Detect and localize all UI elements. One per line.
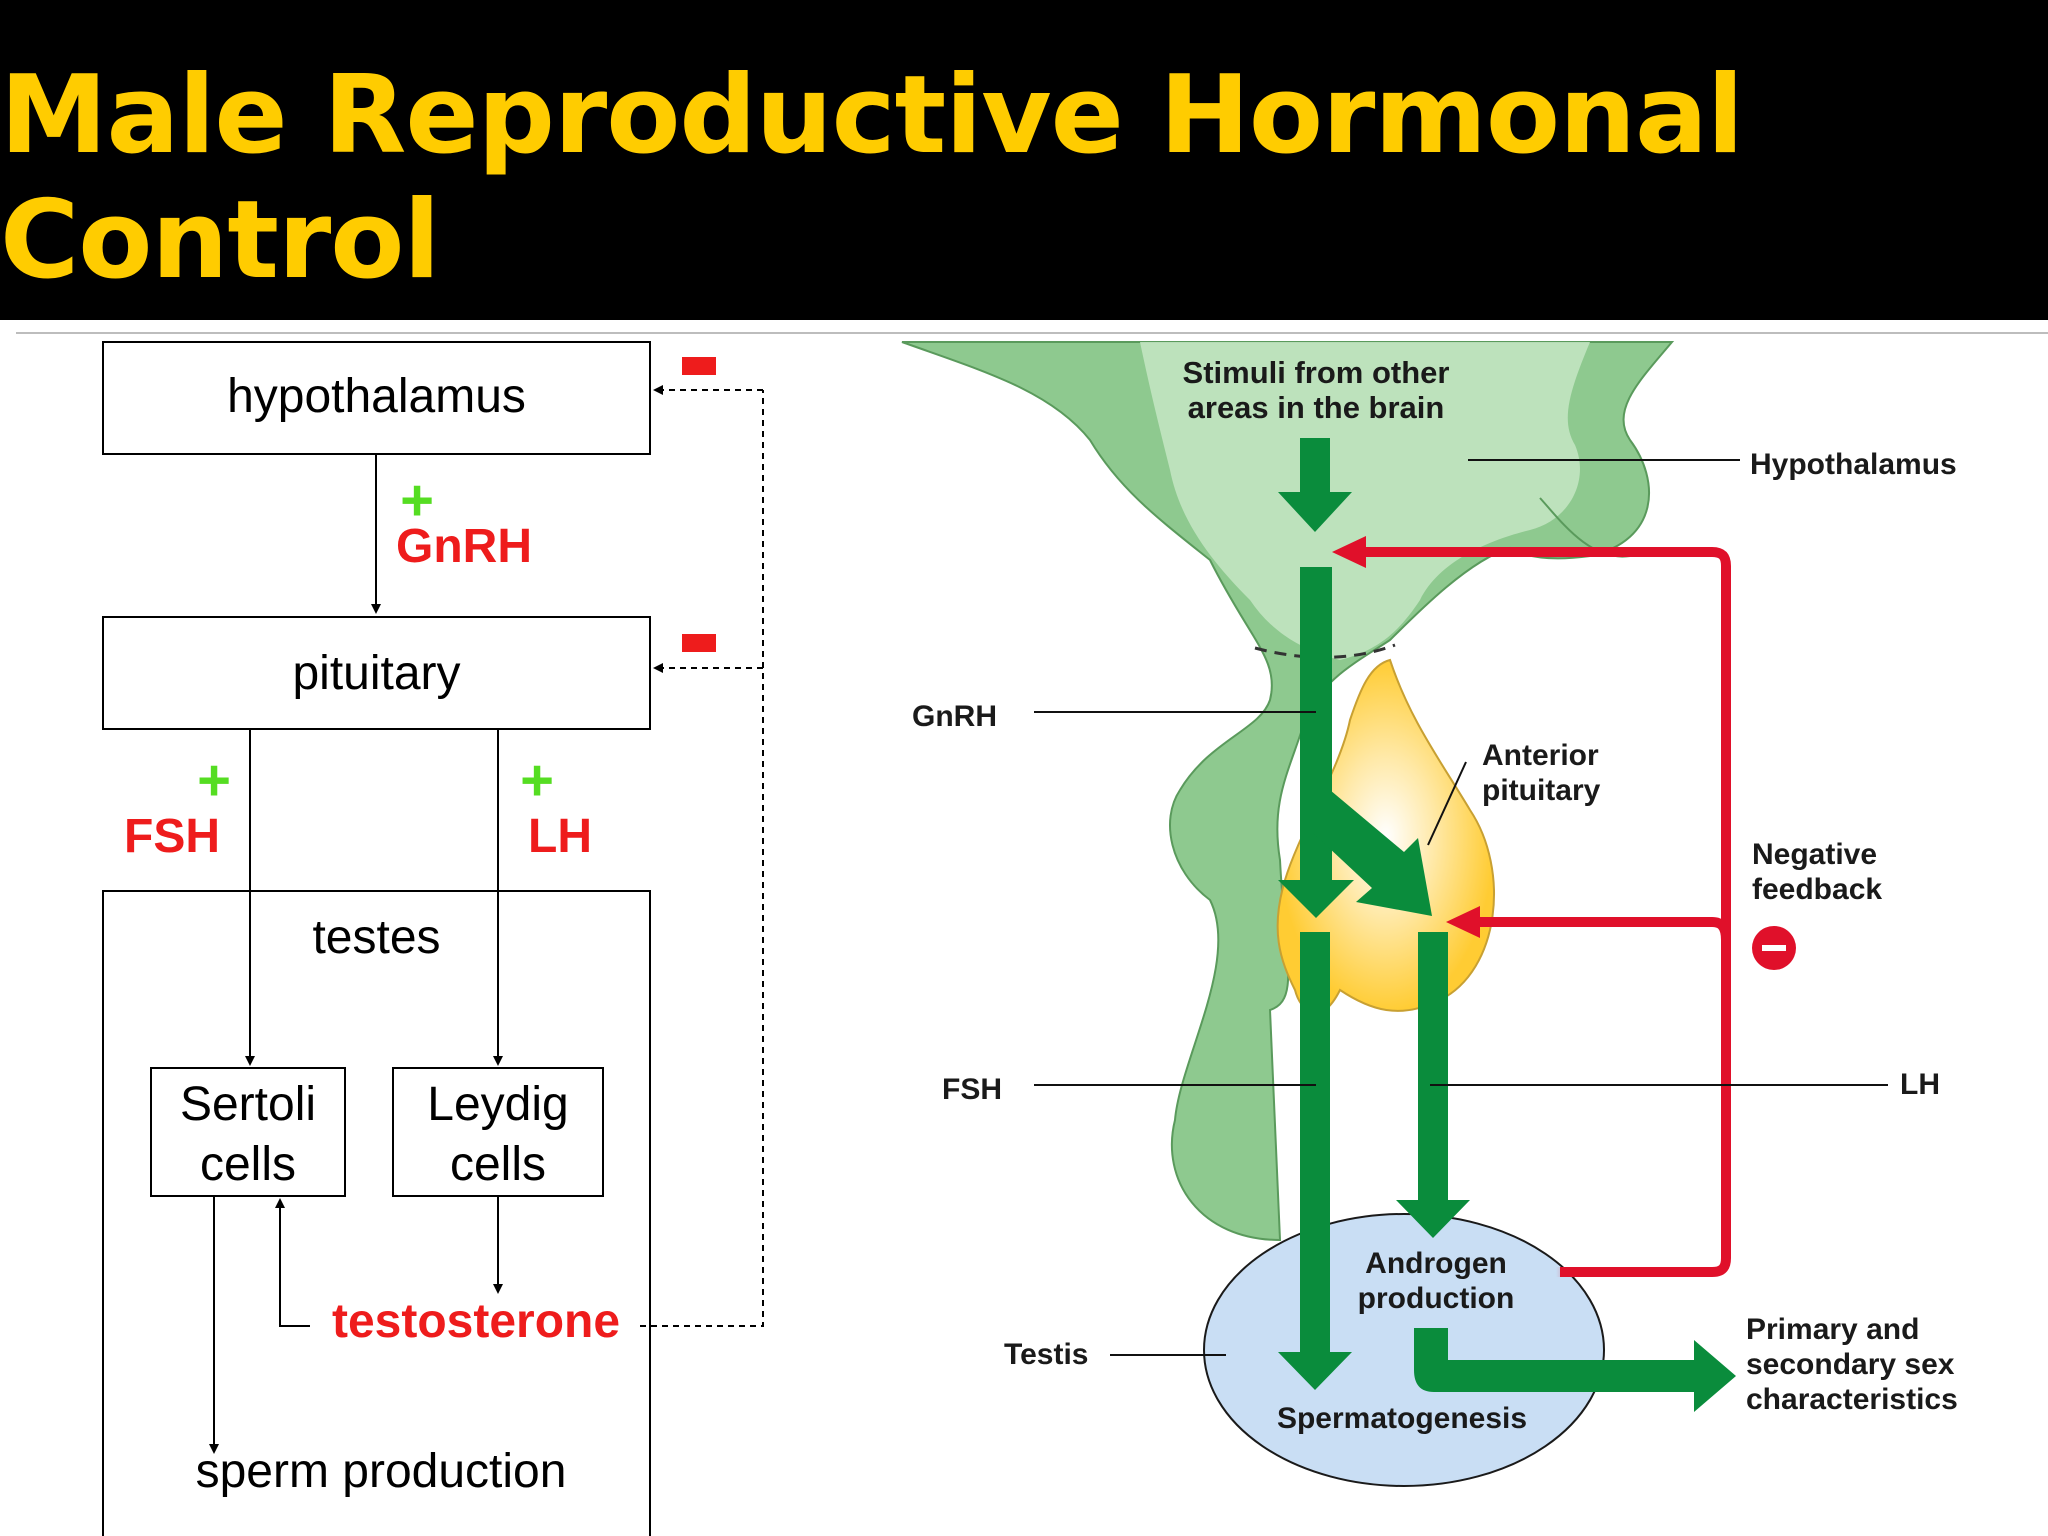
fsh-label: FSH <box>124 810 220 863</box>
gnrh-branch <box>1312 790 1432 916</box>
title-divider <box>16 332 2048 334</box>
flowchart-arrows <box>209 385 764 1454</box>
hypothalamus-callout: Hypothalamus <box>1750 448 1957 481</box>
gnrh-callout: GnRH <box>912 700 997 733</box>
lh-plus-sign: + <box>520 748 554 813</box>
anterior-pituitary-callout-line2: pituitary <box>1482 774 1601 807</box>
characteristics-label-line3: characteristics <box>1746 1383 1958 1416</box>
gnrh-plus-sign: + <box>400 468 434 533</box>
hypothalamus-inhibit-sign <box>682 357 716 375</box>
testis-callout: Testis <box>1004 1338 1088 1371</box>
pituitary-inhibit-sign <box>682 634 716 652</box>
spermatogenesis-label: Spermatogenesis <box>1277 1402 1527 1435</box>
fsh-arrow-green <box>1278 932 1352 1390</box>
characteristics-label-line2: secondary sex <box>1746 1348 1955 1381</box>
negative-feedback-label-line1: Negative <box>1752 838 1877 871</box>
title-bar <box>0 0 2048 320</box>
stimuli-label-line2: areas in the brain <box>1188 390 1445 425</box>
leydig-label-line2: cells <box>449 1138 547 1191</box>
negative-feedback-label-line2: feedback <box>1752 873 1882 906</box>
gnrh-label: GnRH <box>396 520 532 573</box>
androgen-label-line1: Androgen <box>1365 1247 1507 1280</box>
lh-label: LH <box>528 810 592 863</box>
pituitary-box: pituitary <box>102 616 651 730</box>
testes-box: testes <box>102 890 651 1536</box>
testes-label: testes <box>312 911 441 964</box>
testosterone-sertoli-arrow <box>275 1198 310 1327</box>
androgen-label-line2: production <box>1358 1282 1515 1315</box>
anterior-pituitary-shape <box>1276 658 1495 1015</box>
label-leaders <box>1034 459 1888 1356</box>
leydig-label-line1: Leydig <box>427 1078 569 1131</box>
fsh-plus-sign: + <box>197 748 231 813</box>
feedback-branch <box>1472 917 1731 941</box>
hypothalamus-label: hypothalamus <box>227 370 526 423</box>
sertoli-box: Sertoli cells <box>150 1067 346 1197</box>
feedback-arrowhead-pituitary <box>1446 906 1480 938</box>
slide-title: Male Reproductive Hormonal Control <box>0 52 1744 303</box>
sperm-production-label: sperm production <box>196 1445 567 1498</box>
hypothalamus-light-region <box>1140 342 1590 660</box>
androgen-output-arrow <box>1414 1328 1736 1412</box>
fsh-callout: FSH <box>942 1073 1002 1106</box>
feedback-fade <box>1556 1267 1616 1277</box>
feedback-arrowhead-hypothalamus <box>1332 536 1366 568</box>
feedback-dashed-line <box>640 390 764 1327</box>
sertoli-label-line1: Sertoli <box>179 1078 317 1131</box>
sertoli-label-line2: cells <box>199 1138 297 1191</box>
gnrh-trunk <box>1278 567 1354 918</box>
anterior-pituitary-callout-line1: Anterior <box>1482 739 1599 772</box>
stimuli-arrow <box>1278 438 1352 532</box>
hypothalamus-box: hypothalamus <box>102 341 651 455</box>
minus-icon-bar <box>1762 945 1786 951</box>
lh-callout: LH <box>1900 1068 1940 1101</box>
negative-feedback-arrows <box>1332 536 1731 1277</box>
feedback-loop <box>1360 547 1731 1277</box>
pituitary-label: pituitary <box>292 647 461 700</box>
testosterone-label: testosterone <box>332 1295 620 1348</box>
characteristics-label-line1: Primary and <box>1746 1313 1919 1346</box>
leydig-box: Leydig cells <box>392 1067 604 1197</box>
stimuli-label-line1: Stimuli from other <box>1183 355 1450 390</box>
